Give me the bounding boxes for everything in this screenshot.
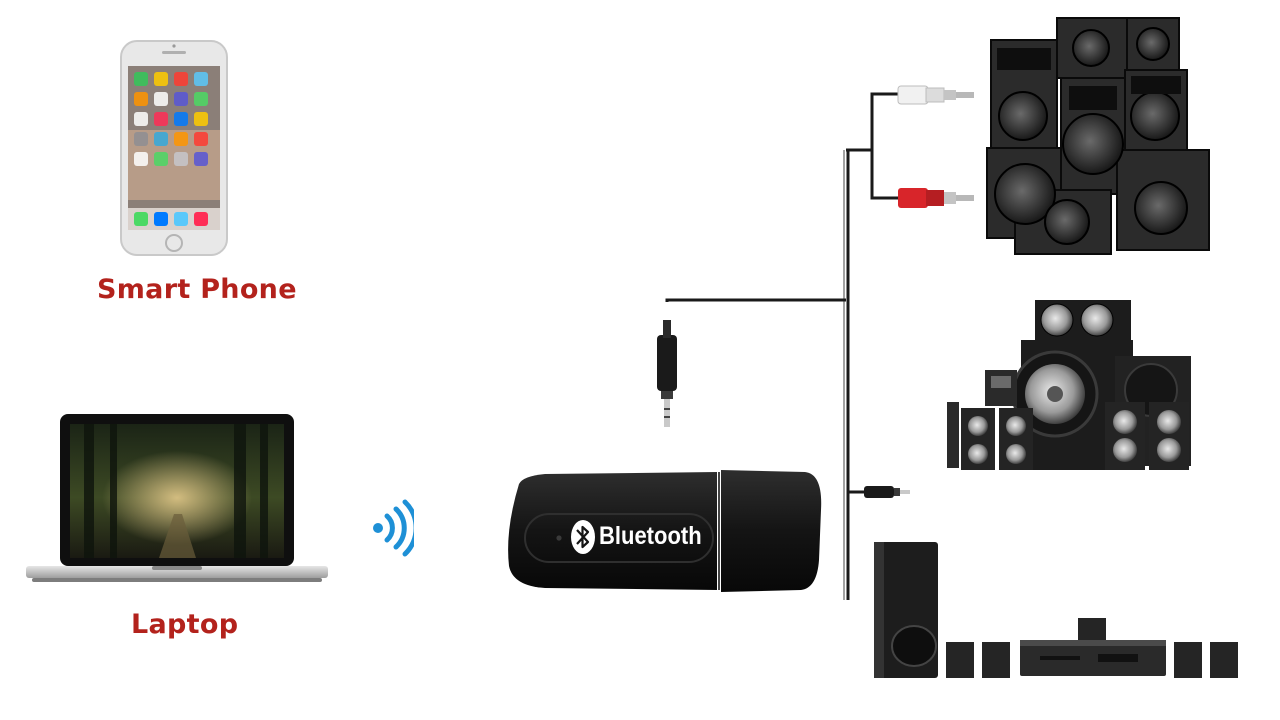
wireless-signal-icon: [373, 499, 414, 557]
bluetooth-dongle: Bluetooth: [505, 470, 823, 592]
rca-plug-red: [898, 188, 974, 208]
dongle-body: [508, 470, 822, 592]
rca-plug-white: [897, 85, 974, 105]
pa-speaker-stack-icon: [986, 17, 1210, 255]
wireless-signal: [370, 498, 414, 558]
aux-plug-vertical: [657, 320, 677, 427]
pa-speaker-stack: [985, 12, 1225, 262]
bluetooth-icon: [571, 520, 595, 554]
laptop-label: Laptop: [131, 609, 239, 640]
smartphone-icon: [120, 40, 228, 256]
cable-wiring: [640, 80, 1000, 610]
home-theater-speakers: [945, 298, 1213, 472]
bluetooth-brand-text: Bluetooth: [599, 522, 702, 550]
laptop-icon: [26, 414, 328, 582]
home-audio-system-icon: [874, 542, 1238, 678]
aux-plug-horizontal: [864, 486, 910, 498]
smart-phone-label: Smart Phone: [97, 274, 297, 305]
laptop: [24, 414, 330, 586]
smartphone: [120, 40, 230, 258]
home-theater-speakers-icon: [947, 300, 1191, 470]
home-audio-system: [870, 540, 1244, 682]
